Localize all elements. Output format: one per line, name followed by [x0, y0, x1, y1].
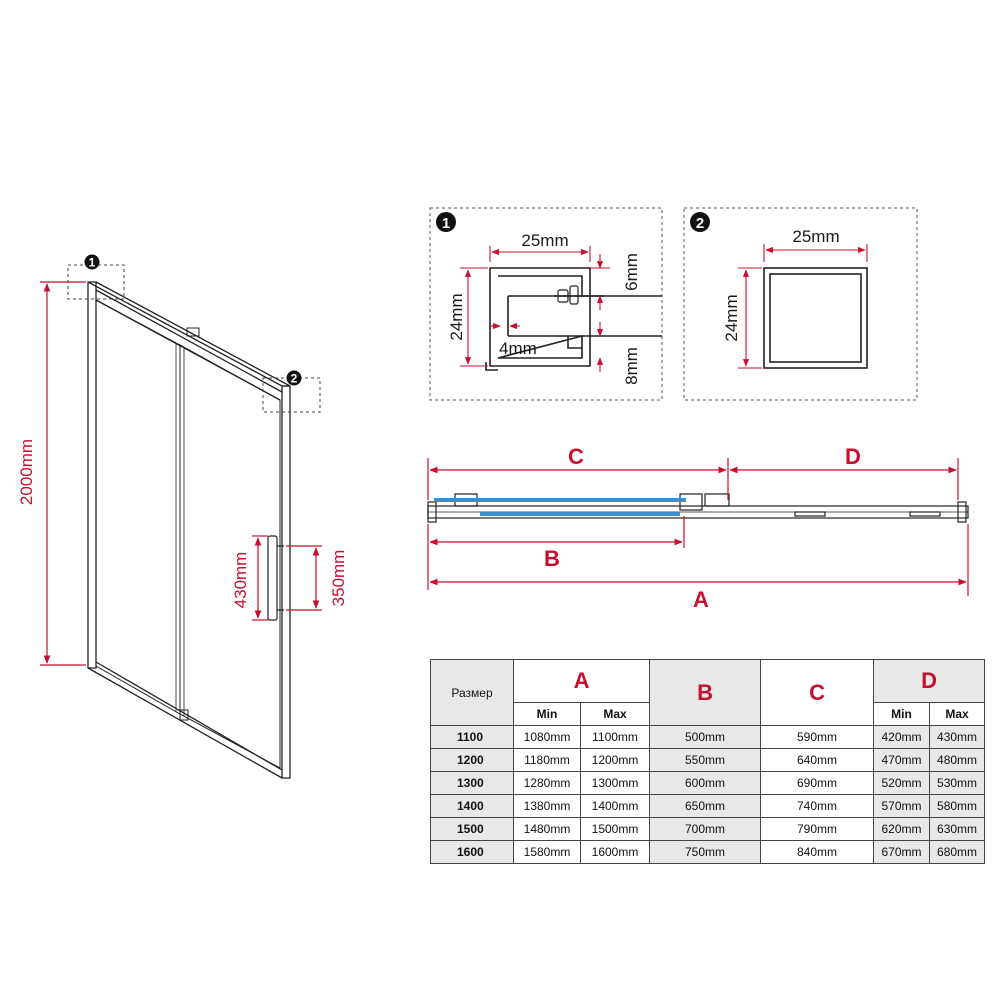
- detail-2-height-label: 24mm: [722, 294, 741, 341]
- cell-a-max: 1400mm: [579, 794, 651, 818]
- detail-2-marker-small: 2: [286, 370, 302, 386]
- cell-d-min: 470mm: [873, 748, 931, 772]
- row-size: 1500: [430, 817, 514, 841]
- detail-1-gap-top-label: 6mm: [622, 253, 641, 291]
- col-a-header: A: [512, 659, 651, 703]
- handle-height-label: 430mm: [231, 552, 250, 609]
- d-min-header: Min: [873, 702, 931, 726]
- handle-height-dimension: [252, 535, 268, 621]
- cell-c: 640mm: [760, 748, 875, 772]
- size-header: Размер: [430, 659, 514, 726]
- a-min-header: Min: [513, 702, 581, 726]
- col-b-header: B: [649, 659, 762, 726]
- detail-1-width-label: 25mm: [521, 231, 568, 250]
- svg-text:1: 1: [89, 256, 96, 270]
- plan-label-c: C: [568, 444, 584, 469]
- cell-d-min: 570mm: [873, 794, 931, 818]
- cell-c: 590mm: [760, 725, 875, 749]
- cell-b: 600mm: [649, 771, 762, 795]
- row-size: 1200: [430, 748, 514, 772]
- cell-c: 740mm: [760, 794, 875, 818]
- cell-a-max: 1600mm: [579, 840, 651, 864]
- row-size: 1600: [430, 840, 514, 864]
- a-max-header: Max: [579, 702, 651, 726]
- cell-b: 550mm: [649, 748, 762, 772]
- svg-text:2: 2: [291, 372, 298, 386]
- cell-d-max: 680mm: [929, 840, 986, 864]
- cell-a-min: 1580mm: [513, 840, 581, 864]
- table-row: 1500 1480mm 1500mm 700mm 790mm 620mm 630…: [430, 817, 986, 841]
- detail-1-panel: 1: [429, 207, 663, 401]
- height-dimension: [40, 281, 86, 666]
- cell-d-max: 480mm: [929, 748, 986, 772]
- cell-d-max: 530mm: [929, 771, 986, 795]
- height-label: 2000mm: [17, 439, 36, 505]
- cell-d-max: 630mm: [929, 817, 986, 841]
- row-size: 1400: [430, 794, 514, 818]
- cell-a-max: 1200mm: [579, 748, 651, 772]
- cell-c: 840mm: [760, 840, 875, 864]
- detail-1-gap-bottom-label: 8mm: [622, 347, 641, 385]
- detail-2-panel: 2 25mm 24mm: [683, 207, 918, 401]
- detail-1-height-label: 24mm: [447, 293, 466, 340]
- detail-2-callout-box: [262, 377, 321, 413]
- cell-c: 690mm: [760, 771, 875, 795]
- cell-a-max: 1300mm: [579, 771, 651, 795]
- cell-a-min: 1480mm: [513, 817, 581, 841]
- handle-spacing-label: 350mm: [329, 550, 348, 607]
- cell-a-min: 1080mm: [513, 725, 581, 749]
- table-row: 1600 1580mm 1600mm 750mm 840mm 670mm 680…: [430, 840, 986, 864]
- cell-d-min: 670mm: [873, 840, 931, 864]
- col-d-header: D: [873, 659, 986, 703]
- cell-b: 500mm: [649, 725, 762, 749]
- plan-view: C D B A: [427, 444, 969, 612]
- col-c-header: C: [760, 659, 875, 726]
- svg-text:1: 1: [442, 215, 450, 232]
- table-row: 1300 1280mm 1300mm 600mm 690mm 520mm 530…: [430, 771, 986, 795]
- glass-panels: [434, 498, 686, 516]
- row-size: 1100: [430, 725, 514, 749]
- table-row: 1100 1080mm 1100mm 500mm 590mm 420mm 430…: [430, 725, 986, 749]
- cell-d-min: 420mm: [873, 725, 931, 749]
- cell-d-max: 430mm: [929, 725, 986, 749]
- detail-2-width-label: 25mm: [792, 227, 839, 246]
- cell-a-max: 1500mm: [579, 817, 651, 841]
- cell-d-min: 620mm: [873, 817, 931, 841]
- plan-label-a: A: [693, 587, 709, 612]
- cell-a-min: 1380mm: [513, 794, 581, 818]
- table-row: 1200 1180mm 1200mm 550mm 640mm 470mm 480…: [430, 748, 986, 772]
- row-size: 1300: [430, 771, 514, 795]
- cell-b: 650mm: [649, 794, 762, 818]
- cell-a-min: 1280mm: [513, 771, 581, 795]
- d-max-header: Max: [929, 702, 986, 726]
- svg-text:2: 2: [696, 215, 704, 232]
- cell-a-max: 1100mm: [579, 725, 651, 749]
- detail-1-marker-small: 1: [84, 254, 100, 270]
- plan-label-b: B: [544, 546, 560, 571]
- cell-c: 790mm: [760, 817, 875, 841]
- handle-spacing-dimension: [286, 545, 322, 611]
- cell-b: 700mm: [649, 817, 762, 841]
- cell-b: 750mm: [649, 840, 762, 864]
- door-elevation: 1 2 2000mm 430mm 350mm: [17, 254, 348, 779]
- detail-1-gap-inner-label: 4mm: [499, 339, 537, 358]
- plan-label-d: D: [845, 444, 861, 469]
- cell-d-max: 580mm: [929, 794, 986, 818]
- size-table: Размер A B C D Min Max Min Max 1100 1080…: [430, 659, 986, 864]
- cell-d-min: 520mm: [873, 771, 931, 795]
- table-row: 1400 1380mm 1400mm 650mm 740mm 570mm 580…: [430, 794, 986, 818]
- handle-bar: [267, 535, 284, 621]
- cell-a-min: 1180mm: [513, 748, 581, 772]
